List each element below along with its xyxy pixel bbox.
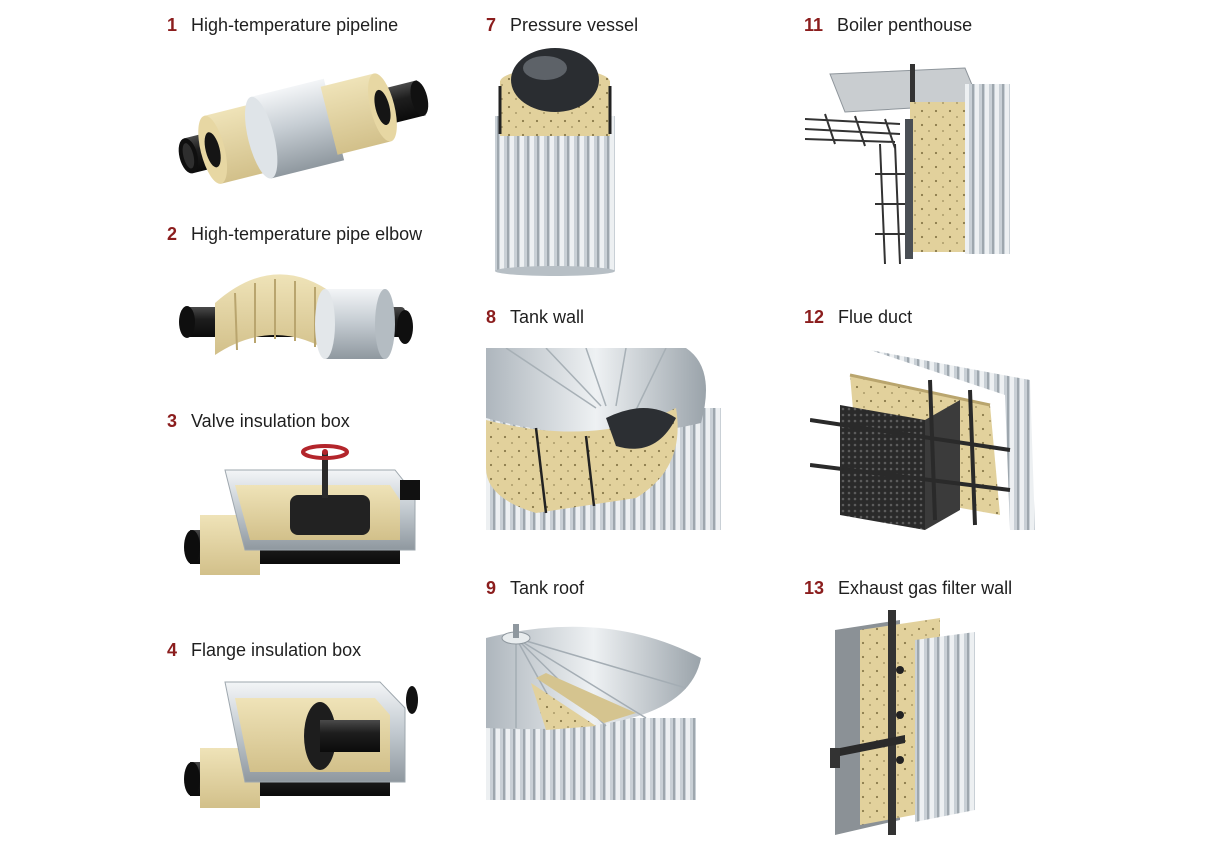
- item-label: Tank roof: [510, 578, 585, 598]
- item-label: High-temperature pipeline: [191, 15, 399, 35]
- item-number: 9: [486, 578, 497, 598]
- item-number: 1: [167, 15, 178, 35]
- caption-3: 3 Valve insulation box: [167, 410, 350, 432]
- valve-box-icon: [184, 444, 420, 575]
- item-number: 4: [167, 640, 178, 660]
- item-label: Flange insulation box: [191, 640, 362, 660]
- item-label: Boiler penthouse: [837, 15, 973, 35]
- item-number: 7: [486, 15, 497, 35]
- item-label: High-temperature pipe elbow: [191, 224, 423, 244]
- item-number: 11: [804, 15, 824, 35]
- pipe-insulation-icon: [178, 73, 429, 184]
- item-number: 12: [804, 307, 825, 327]
- pressure-vessel-icon: [495, 48, 615, 276]
- item-label: Tank wall: [510, 307, 585, 327]
- caption-11: 11 Boiler penthouse: [804, 14, 972, 36]
- flue-duct-icon: [810, 350, 1035, 530]
- item-number: 8: [486, 307, 497, 327]
- tank-wall-icon: [486, 348, 721, 530]
- filter-wall-icon: [830, 610, 975, 835]
- item-number: 2: [167, 224, 178, 244]
- caption-4: 4 Flange insulation box: [167, 639, 361, 661]
- flange-box-icon: [184, 681, 418, 808]
- caption-8: 8 Tank wall: [486, 306, 584, 328]
- item-number: 3: [167, 411, 178, 431]
- tank-roof-icon: [486, 624, 701, 800]
- boiler-penthouse-icon: [805, 64, 1010, 265]
- caption-12: 12 Flue duct: [804, 306, 912, 328]
- item-label: Valve insulation box: [191, 411, 350, 431]
- item-label: Exhaust gas filter wall: [838, 578, 1013, 598]
- caption-9: 9 Tank roof: [486, 577, 584, 599]
- item-number: 13: [804, 578, 825, 598]
- pipe-elbow-icon: [179, 274, 413, 359]
- caption-2: 2 High-temperature pipe elbow: [167, 223, 422, 245]
- item-label: Flue duct: [838, 307, 913, 327]
- caption-1: 1 High-temperature pipeline: [167, 14, 398, 36]
- caption-13: 13 Exhaust gas filter wall: [804, 577, 1012, 599]
- caption-7: 7 Pressure vessel: [486, 14, 638, 36]
- item-label: Pressure vessel: [510, 15, 639, 35]
